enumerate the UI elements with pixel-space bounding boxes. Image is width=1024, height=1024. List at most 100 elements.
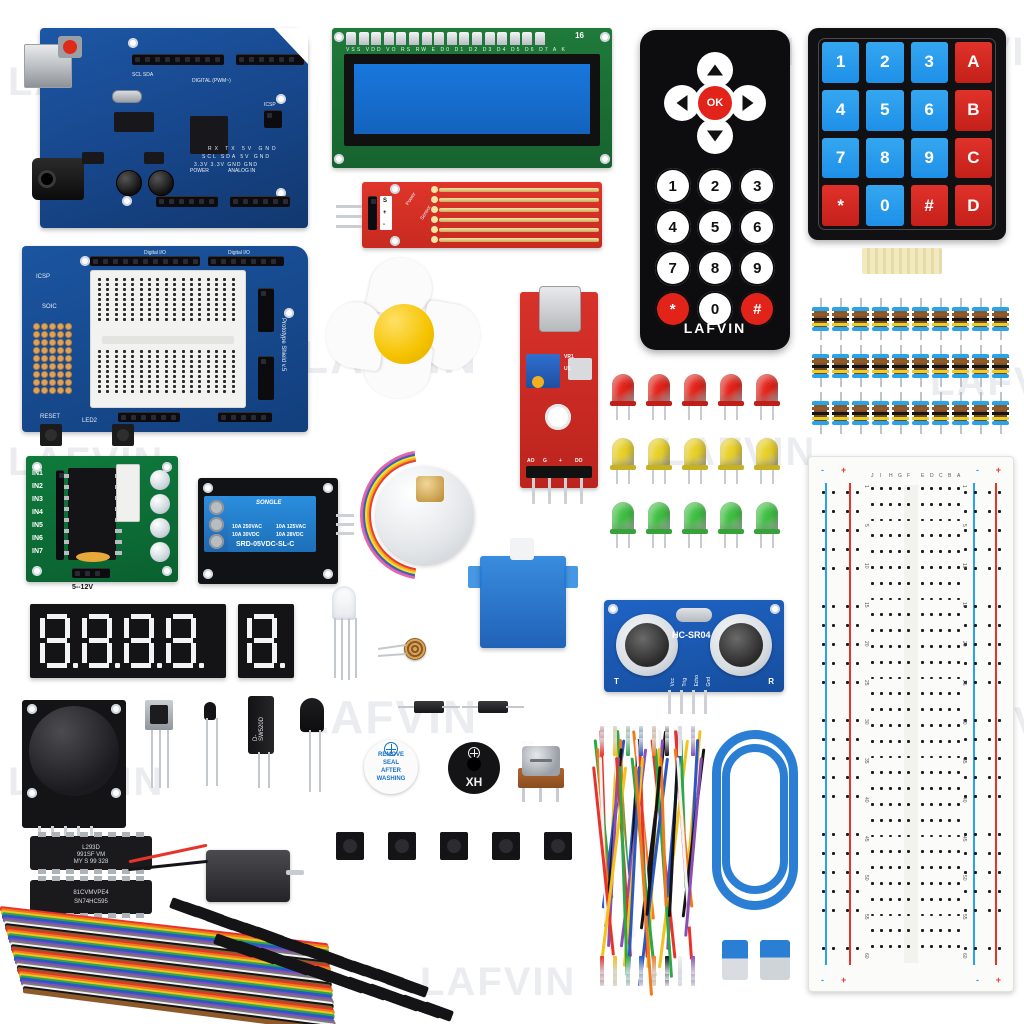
resistor[interactable] [912, 345, 929, 387]
resistor[interactable] [892, 392, 909, 434]
tie-point[interactable] [948, 929, 951, 933]
rail-tie-point[interactable] [998, 529, 1001, 532]
tie-point[interactable] [930, 739, 933, 743]
tie-point[interactable] [889, 676, 892, 680]
tie-point[interactable] [106, 355, 110, 358]
tie-point[interactable] [871, 913, 874, 917]
tie-point[interactable] [871, 566, 874, 569]
rail-tie-point[interactable] [974, 719, 977, 722]
tie-point[interactable] [148, 308, 152, 311]
resistor[interactable] [992, 392, 1009, 434]
tie-point[interactable] [898, 850, 901, 854]
rail-tie-point[interactable] [988, 776, 991, 779]
ok-button[interactable]: OK [698, 86, 732, 120]
rail-tie-point[interactable] [998, 719, 1001, 722]
rail-tie-point[interactable] [822, 605, 825, 608]
tie-point[interactable] [214, 355, 218, 358]
tie-point[interactable] [898, 882, 901, 885]
header-pin[interactable] [193, 259, 198, 264]
tie-point[interactable] [889, 834, 892, 838]
tie-point[interactable] [98, 370, 101, 373]
led-green[interactable] [718, 502, 744, 548]
tie-point[interactable] [231, 365, 235, 368]
tie-point[interactable] [206, 350, 210, 353]
resistor[interactable] [992, 298, 1009, 340]
tie-point[interactable] [957, 882, 960, 885]
tie-point[interactable] [930, 676, 933, 680]
rail-tie-point[interactable] [974, 738, 977, 741]
tie-point[interactable] [181, 385, 185, 388]
icsp-header[interactable] [264, 110, 282, 128]
tie-point[interactable] [907, 866, 910, 869]
rail-tie-point[interactable] [822, 947, 825, 950]
tie-point[interactable] [173, 288, 177, 291]
tie-point[interactable] [156, 365, 160, 368]
tie-point[interactable] [231, 313, 235, 316]
tie-point[interactable] [898, 724, 901, 727]
resistor[interactable] [892, 298, 909, 340]
remote-key-7[interactable]: 7 [654, 250, 691, 286]
tie-point[interactable] [880, 803, 883, 806]
rail-tie-point[interactable] [846, 852, 849, 855]
tie-point[interactable] [939, 897, 942, 901]
tie-point[interactable] [131, 313, 135, 316]
keypad-key-star[interactable]: * [822, 185, 860, 226]
tie-point[interactable] [948, 676, 951, 680]
keypad-key-hash[interactable]: # [910, 185, 948, 226]
tie-point[interactable] [907, 945, 910, 948]
tie-point[interactable] [871, 597, 874, 601]
header-pin[interactable] [141, 415, 146, 420]
tie-point[interactable] [98, 385, 101, 388]
led-yellow[interactable] [682, 438, 708, 484]
tie-point[interactable] [214, 283, 218, 286]
header-pin[interactable] [243, 199, 248, 204]
tie-point[interactable] [930, 487, 933, 490]
led-red[interactable] [610, 374, 636, 420]
jumper-pin[interactable] [613, 738, 617, 756]
header-pin[interactable] [59, 473, 64, 478]
tie-point[interactable] [181, 308, 185, 311]
tie-point[interactable] [164, 298, 168, 301]
lcd-pin[interactable] [396, 32, 407, 45]
tie-point[interactable] [907, 834, 910, 838]
header-pin[interactable] [241, 415, 246, 420]
tie-point[interactable] [880, 502, 883, 506]
rail-tie-point[interactable] [832, 624, 835, 627]
tie-point[interactable] [148, 390, 152, 393]
tie-point[interactable] [921, 834, 924, 838]
tie-point[interactable] [148, 370, 152, 373]
lcd-pin[interactable] [434, 32, 445, 45]
tie-point[interactable] [189, 350, 193, 353]
tie-point[interactable] [98, 375, 101, 378]
rail-tie-point[interactable] [998, 738, 1001, 741]
remote-key-4[interactable]: 4 [654, 209, 691, 245]
tie-point[interactable] [939, 803, 942, 806]
tie-point[interactable] [123, 365, 127, 368]
tie-point[interactable] [114, 380, 118, 383]
rail-tie-point[interactable] [974, 529, 977, 532]
tie-point[interactable] [880, 818, 883, 822]
tie-point[interactable] [214, 370, 218, 373]
rail-tie-point[interactable] [964, 681, 967, 684]
led-yellow[interactable] [610, 438, 636, 484]
rail-tie-point[interactable] [822, 643, 825, 646]
tie-point[interactable] [921, 534, 924, 538]
rail-tie-point[interactable] [974, 643, 977, 646]
rail-tie-point[interactable] [846, 491, 849, 494]
tie-point[interactable] [106, 360, 110, 363]
tie-point[interactable] [223, 385, 227, 388]
tie-point[interactable] [871, 692, 874, 696]
tie-point[interactable] [173, 385, 177, 388]
header-pin[interactable] [249, 57, 254, 62]
rail-tie-point[interactable] [974, 833, 977, 836]
keypad-key-A[interactable]: A [954, 42, 992, 83]
tact-switch[interactable] [336, 832, 364, 860]
tie-point[interactable] [198, 293, 202, 296]
resistor[interactable] [972, 392, 989, 434]
tie-point[interactable] [189, 283, 193, 286]
tie-point[interactable] [957, 566, 960, 569]
tie-point[interactable] [957, 581, 960, 585]
tie-point[interactable] [957, 755, 960, 759]
rail-tie-point[interactable] [974, 795, 977, 798]
